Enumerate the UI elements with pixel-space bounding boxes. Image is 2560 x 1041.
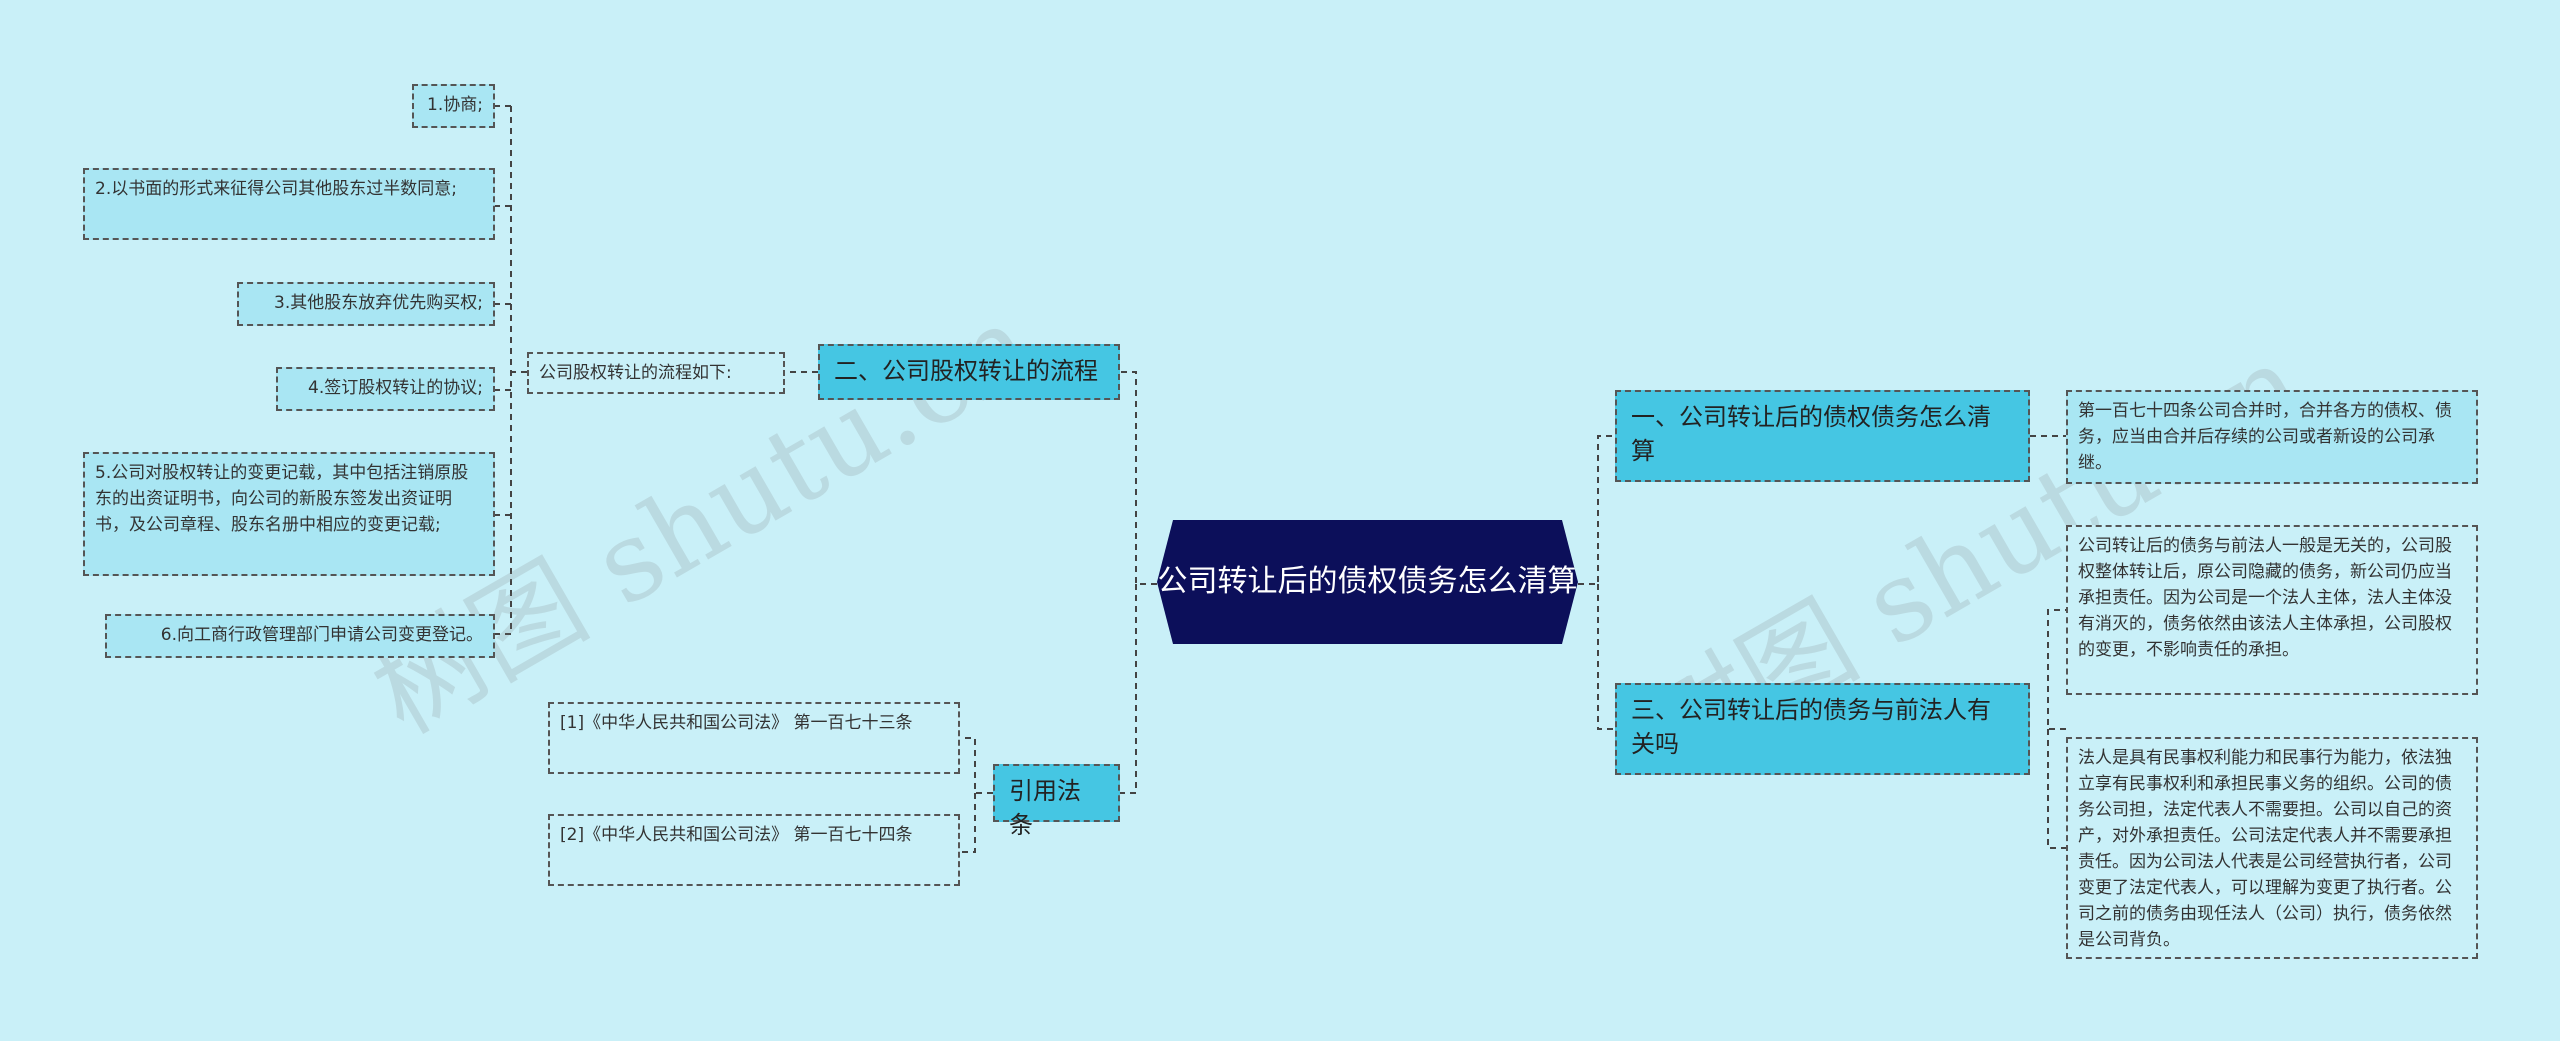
flow-step-label: 2.以书面的形式来征得公司其他股东过半数同意;	[95, 179, 457, 199]
section3-detail-1[interactable]: 公司转让后的债务与前法人一般是无关的，公司股权整体转让后，原公司隐藏的债务，新公…	[2066, 525, 2478, 695]
branch-debt-settlement-label: 一、公司转让后的债权债务怎么清算	[1631, 403, 1991, 465]
branch-transfer-flow-label: 二、公司股权转让的流程	[834, 357, 1098, 385]
law-citation-label: [1]《中华人民共和国公司法》 第一百七十三条	[560, 713, 913, 733]
law-citation-label: [2]《中华人民共和国公司法》 第一百七十四条	[560, 825, 913, 845]
flow-step-label: 6.向工商行政管理部门申请公司变更登记。	[160, 625, 483, 645]
branch-former-legal-person-label: 三、公司转让后的债务与前法人有关吗	[1631, 696, 1991, 758]
flow-step-4[interactable]: 4.签订股权转让的协议;	[276, 367, 495, 411]
flow-step-2[interactable]: 2.以书面的形式来征得公司其他股东过半数同意;	[83, 168, 495, 240]
section3-detail-label: 公司转让后的债务与前法人一般是无关的，公司股权整体转让后，原公司隐藏的债务，新公…	[2078, 536, 2452, 660]
section1-detail-label: 第一百七十四条公司合并时，合并各方的债权、债务，应当由合并后存续的公司或者新设的…	[2078, 401, 2452, 473]
section3-detail-2[interactable]: 法人是具有民事权利能力和民事行为能力，依法独立享有民事权利和承担民事义务的组织。…	[2066, 737, 2478, 959]
flow-intro-label: 公司股权转让的流程如下:	[539, 363, 732, 383]
root-topic-label: 公司转让后的债权债务怎么清算	[1157, 564, 1578, 599]
law-citation-1[interactable]: [1]《中华人民共和国公司法》 第一百七十三条	[548, 702, 960, 774]
root-topic[interactable]: 公司转让后的债权债务怎么清算	[1157, 520, 1578, 644]
law-citation-2[interactable]: [2]《中华人民共和国公司法》 第一百七十四条	[548, 814, 960, 886]
flow-step-label: 5.公司对股权转让的变更记载，其中包括注销原股东的出资证明书，向公司的新股东签发…	[95, 463, 469, 535]
flow-step-label: 4.签订股权转让的协议;	[308, 378, 483, 398]
flow-intro[interactable]: 公司股权转让的流程如下:	[527, 352, 785, 394]
section3-detail-label: 法人是具有民事权利能力和民事行为能力，依法独立享有民事权利和承担民事义务的组织。…	[2078, 748, 2452, 950]
branch-debt-settlement[interactable]: 一、公司转让后的债权债务怎么清算	[1615, 390, 2030, 482]
section1-detail[interactable]: 第一百七十四条公司合并时，合并各方的债权、债务，应当由合并后存续的公司或者新设的…	[2066, 390, 2478, 484]
flow-step-label: 3.其他股东放弃优先购买权;	[274, 293, 483, 313]
flow-step-5[interactable]: 5.公司对股权转让的变更记载，其中包括注销原股东的出资证明书，向公司的新股东签发…	[83, 452, 495, 576]
branch-cited-laws[interactable]: 引用法条	[993, 764, 1120, 839]
branch-former-legal-person[interactable]: 三、公司转让后的债务与前法人有关吗	[1615, 683, 2030, 775]
branch-transfer-flow[interactable]: 二、公司股权转让的流程	[818, 344, 1120, 400]
flow-step-label: 1.协商;	[427, 95, 483, 115]
flow-step-3[interactable]: 3.其他股东放弃优先购买权;	[237, 282, 495, 326]
flow-step-1[interactable]: 1.协商;	[412, 84, 495, 128]
flow-step-6[interactable]: 6.向工商行政管理部门申请公司变更登记。	[105, 614, 495, 658]
branch-cited-laws-label: 引用法条	[1009, 777, 1081, 839]
